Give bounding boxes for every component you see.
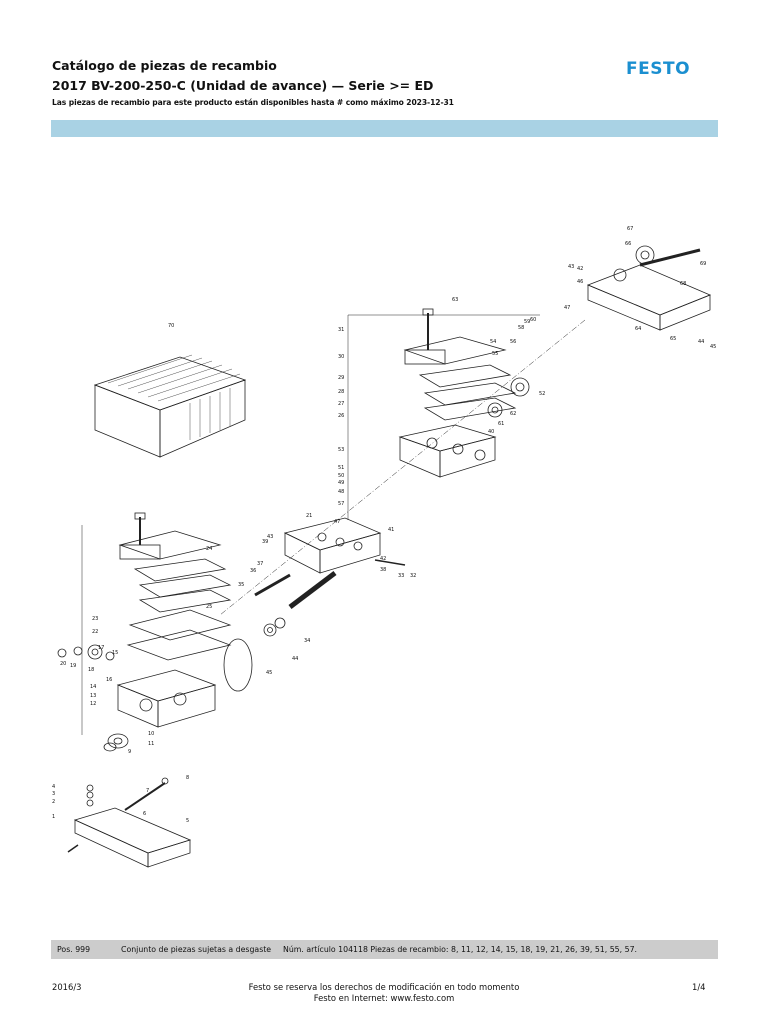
part-callout-label: 62 bbox=[510, 411, 516, 417]
part-callout-label: 69 bbox=[700, 261, 706, 267]
part-callout-label: 59 bbox=[524, 319, 530, 325]
part-callout-label: 33 bbox=[398, 573, 404, 579]
catalog-title: Catálogo de piezas de recambio bbox=[52, 58, 277, 73]
part-callout-label: 17 bbox=[98, 645, 104, 651]
header-band bbox=[51, 120, 718, 137]
footer-date: 2016/3 bbox=[52, 982, 82, 992]
part-callout-label: 3 bbox=[52, 791, 55, 797]
part-callout-label: 24 bbox=[206, 546, 212, 552]
part-callout-label: 20 bbox=[60, 661, 66, 667]
part-callout-label: 11 bbox=[148, 741, 154, 747]
part-callout-label: 52 bbox=[539, 391, 545, 397]
part-callout-label: 13 bbox=[90, 693, 96, 699]
part-position: Pos. 999 bbox=[57, 945, 91, 954]
part-callout-label: 44 bbox=[292, 656, 298, 662]
part-callout-label: 65 bbox=[670, 336, 676, 342]
part-callout-label: 7 bbox=[146, 788, 149, 794]
part-callout-label: 23 bbox=[92, 616, 98, 622]
part-callout-label: 15 bbox=[112, 650, 118, 656]
wear-parts-row: Pos. 999 Conjunto de piezas sujetas a de… bbox=[51, 940, 718, 959]
part-callout-label: 57 bbox=[338, 501, 344, 507]
part-callout-label: 64 bbox=[635, 326, 641, 332]
part-callout-label: 38 bbox=[380, 567, 386, 573]
part-callout-label: 47 bbox=[334, 519, 340, 525]
part-callout-label: 10 bbox=[148, 731, 154, 737]
part-callout-label: 27 bbox=[338, 401, 344, 407]
part-callout-label: 58 bbox=[518, 325, 524, 331]
part-callout-label: 28 bbox=[338, 389, 344, 395]
part-callout-label: 2 bbox=[52, 799, 55, 805]
part-callout-label: 36 bbox=[250, 568, 256, 574]
part-callout-label: 43 bbox=[267, 534, 273, 540]
footer-page-number: 1/4 bbox=[692, 982, 706, 992]
part-callout-label: 50 bbox=[338, 473, 344, 479]
availability-note: Las piezas de recambio para este product… bbox=[52, 98, 454, 107]
festo-logo: FESTO bbox=[626, 59, 691, 79]
part-callout-label: 42 bbox=[380, 556, 386, 562]
part-callout-label: 41 bbox=[388, 527, 394, 533]
part-callout-label: 19 bbox=[70, 663, 76, 669]
part-callout-label: 37 bbox=[257, 561, 263, 567]
part-callout-label: 42 bbox=[577, 266, 583, 272]
part-callout-label: 4 bbox=[52, 784, 55, 790]
part-info: Núm. artículo 104118 Piezas de recambio:… bbox=[283, 945, 638, 954]
part-callout-label: 56 bbox=[510, 339, 516, 345]
part-callout-label: 66 bbox=[625, 241, 631, 247]
part-callout-label: 43 bbox=[568, 264, 574, 270]
part-callout-label: 6 bbox=[143, 811, 146, 817]
part-callout-label: 21 bbox=[306, 513, 312, 519]
part-callout-label: 31 bbox=[338, 327, 344, 333]
part-callout-label: 5 bbox=[186, 818, 189, 824]
part-callout-label: 67 bbox=[627, 226, 633, 232]
part-callout-label: 35 bbox=[238, 582, 244, 588]
part-callout-label: 48 bbox=[338, 489, 344, 495]
part-callout-label: 60 bbox=[530, 317, 536, 323]
part-callout-label: 29 bbox=[338, 375, 344, 381]
part-name: Conjunto de piezas sujetas a desgaste bbox=[121, 945, 272, 954]
part-callout-label: 40 bbox=[488, 429, 494, 435]
part-callout-label: 1 bbox=[52, 814, 55, 820]
part-callout-label: 55 bbox=[492, 351, 498, 357]
part-callout-label: 53 bbox=[338, 447, 344, 453]
footer-web: Festo en Internet: www.festo.com bbox=[313, 993, 455, 1003]
part-callout-label: 61 bbox=[498, 421, 504, 427]
part-callout-label: 63 bbox=[452, 297, 458, 303]
footer-rights: Festo se reserva los derechos de modific… bbox=[248, 982, 520, 992]
part-callout-label: 54 bbox=[490, 339, 496, 345]
part-callout-label: 45 bbox=[710, 344, 716, 350]
part-callout-label: 68 bbox=[680, 281, 686, 287]
part-callout-label: 45 bbox=[266, 670, 272, 676]
part-callout-label: 16 bbox=[106, 677, 112, 683]
part-callout-label: 12 bbox=[90, 701, 96, 707]
part-callout-label: 39 bbox=[262, 539, 268, 545]
part-callout-label: 51 bbox=[338, 465, 344, 471]
part-callout-label: 70 bbox=[168, 323, 174, 329]
part-callout-label: 49 bbox=[338, 480, 344, 486]
part-callout-label: 22 bbox=[92, 629, 98, 635]
part-callout-label: 8 bbox=[186, 775, 189, 781]
part-callout-label: 18 bbox=[88, 667, 94, 673]
part-callout-label: 32 bbox=[410, 573, 416, 579]
part-callout-label: 44 bbox=[698, 339, 704, 345]
part-callout-label: 30 bbox=[338, 354, 344, 360]
part-callout-label: 34 bbox=[304, 638, 310, 644]
part-callout-label: 46 bbox=[577, 279, 583, 285]
part-callout-label: 26 bbox=[338, 413, 344, 419]
part-callout-label: 9 bbox=[128, 749, 131, 755]
part-callout-label: 25 bbox=[206, 604, 212, 610]
part-callout-label: 47 bbox=[564, 305, 570, 311]
part-callout-label: 14 bbox=[90, 684, 96, 690]
parts-diagram-svg: 7063676669684342464764654445313029282726… bbox=[52, 226, 716, 868]
product-title: 2017 BV-200-250-C (Unidad de avance) — S… bbox=[52, 78, 434, 93]
